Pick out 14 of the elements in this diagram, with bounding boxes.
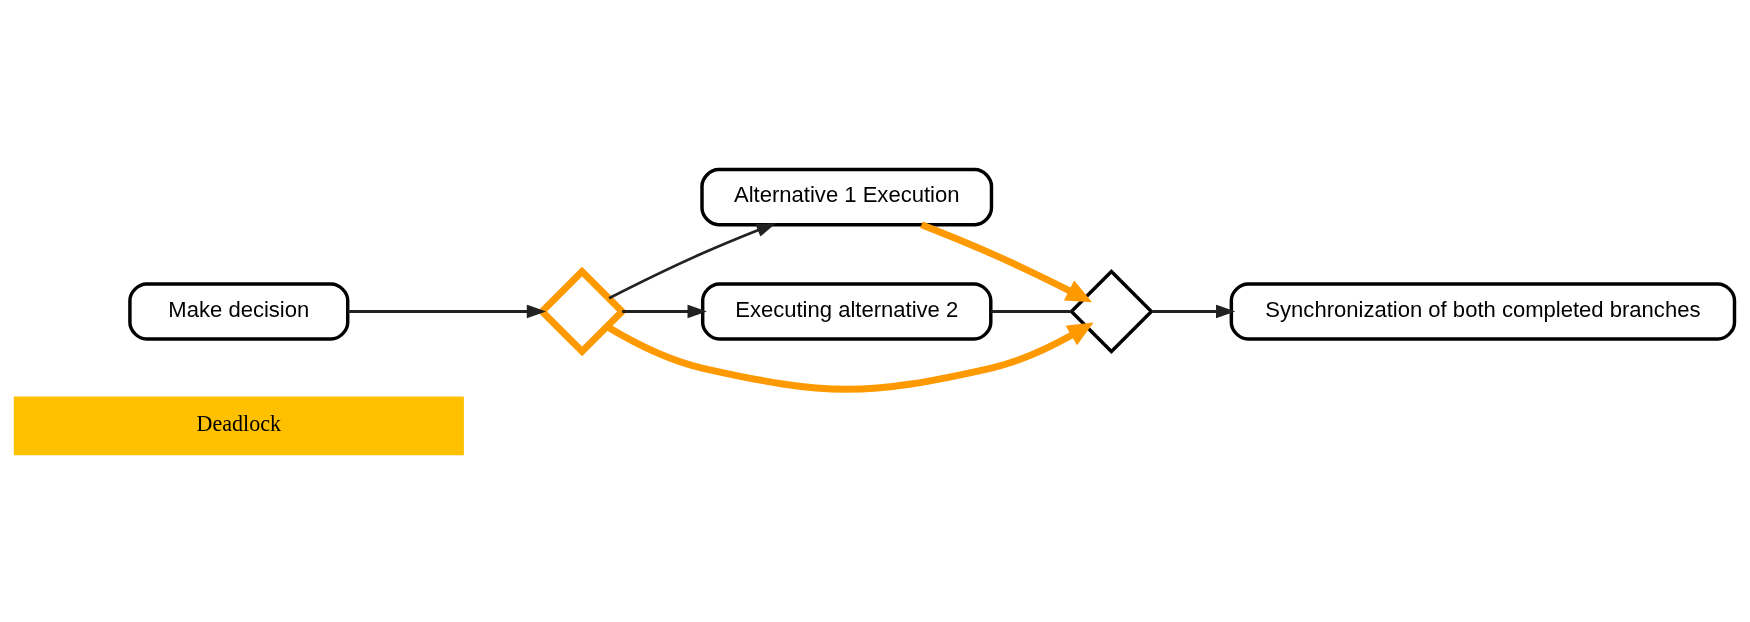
node-box: Alternative 1 Execution: [700, 167, 994, 226]
node-box: Synchronization of both completed branches: [1229, 281, 1737, 341]
arrow: [347, 304, 547, 318]
arrow: [622, 304, 707, 318]
arrow: [920, 221, 1093, 302]
node-box: Deadlock: [13, 396, 464, 455]
node-diamond: [537, 266, 627, 356]
arrow: [605, 321, 1094, 393]
arrow: [608, 222, 776, 299]
node-diamond: [1069, 268, 1154, 354]
node-box: Make decision: [128, 281, 350, 341]
connector: [990, 309, 1072, 313]
arrow: [1151, 304, 1236, 318]
node-box: Executing alternative 2: [700, 281, 993, 341]
